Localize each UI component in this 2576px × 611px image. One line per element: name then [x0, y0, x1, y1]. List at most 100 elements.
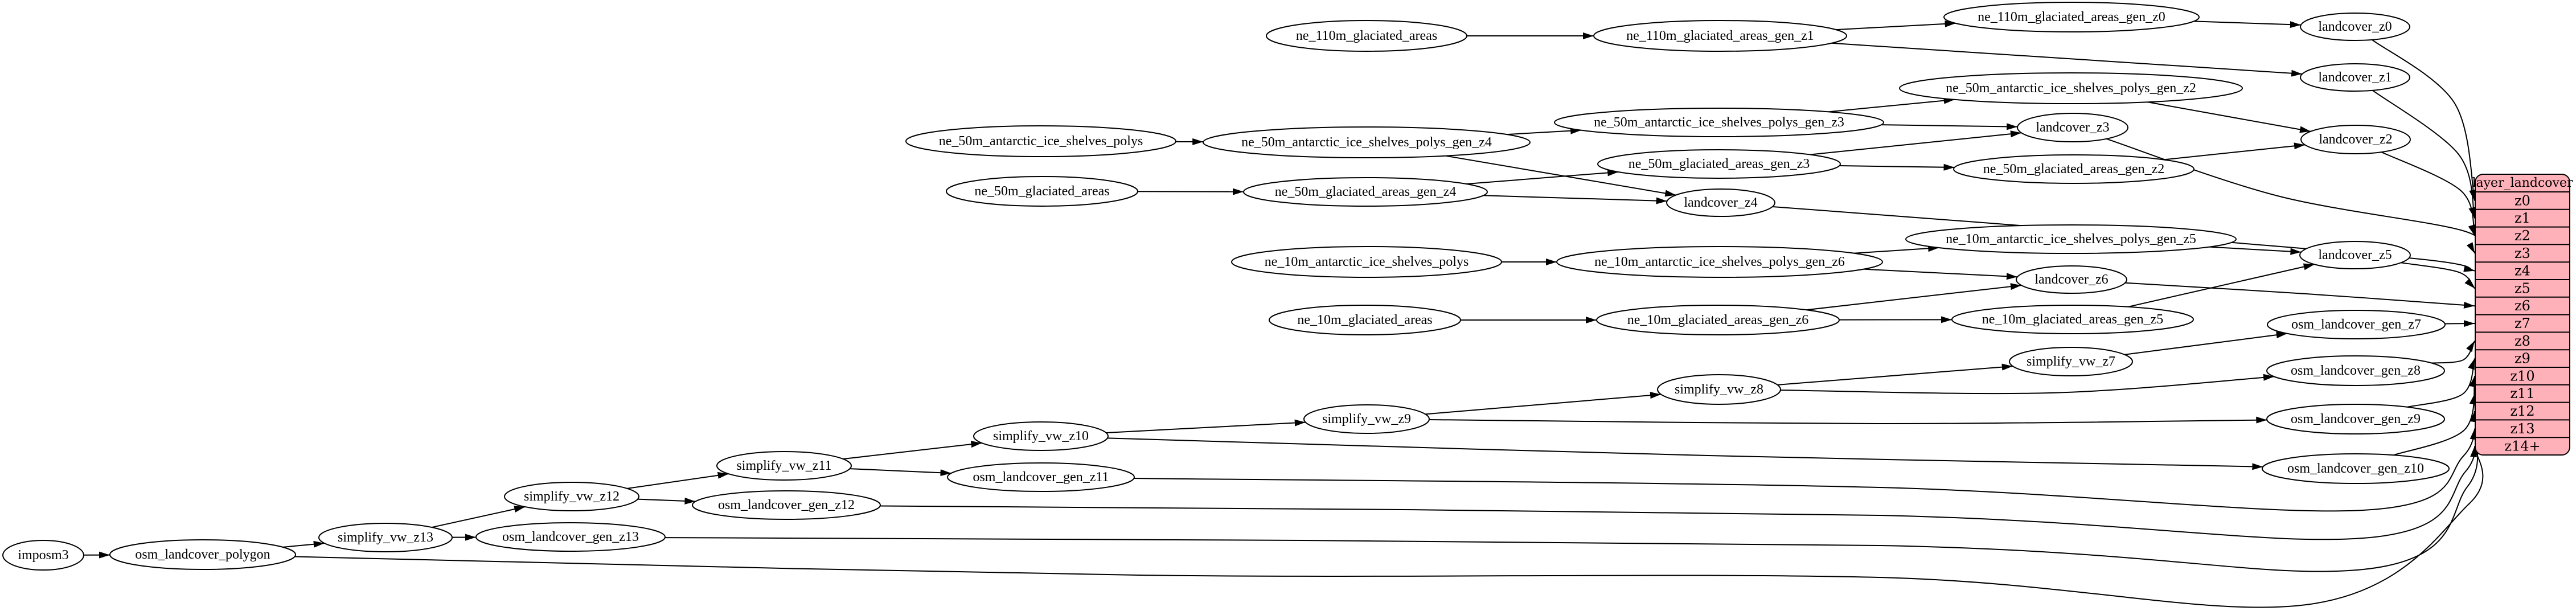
- edge-ne_110m_glaciated_areas_gen_z1-to-ne_110m_glaciated_areas_gen_z0: [1836, 20, 1956, 31]
- edge-landcover_z2-to-layer_landcover-z2: [2381, 151, 2475, 236]
- node-ellipse-simplify_vw_z11: [716, 451, 852, 481]
- node-ne_10m_antarctic_ice_shelves_polys: ne_10m_antarctic_ice_shelves_polys: [1231, 246, 1502, 278]
- node-label-ne_10m_antarctic_ice_shelves_polys_gen_z6: ne_10m_antarctic_ice_shelves_polys_gen_z…: [1594, 255, 1845, 269]
- node-landcover_z6: landcover_z6: [2016, 265, 2127, 294]
- node-label-ne_110m_glaciated_areas_gen_z1: ne_110m_glaciated_areas_gen_z1: [1626, 28, 1814, 43]
- node-simplify_vw_z11: simplify_vw_z11: [716, 451, 852, 481]
- edge-landcover_z6-to-layer_landcover-z6: [2125, 282, 2475, 309]
- node-ellipse-osm_landcover_gen_z8: [2266, 355, 2445, 386]
- edge-osm_landcover_gen_z11-to-layer_landcover-z11: [1134, 393, 2476, 512]
- node-ellipse-ne_50m_glaciated_areas_gen_z3: [1597, 149, 1841, 179]
- node-label-ne_10m_glaciated_areas: ne_10m_glaciated_areas: [1297, 313, 1432, 327]
- node-osm_landcover_gen_z13: osm_landcover_gen_z13: [475, 522, 666, 552]
- node-label-simplify_vw_z7: simplify_vw_z7: [2027, 354, 2115, 369]
- node-label-ne_50m_glaciated_areas_gen_z2: ne_50m_glaciated_areas_gen_z2: [1983, 162, 2165, 177]
- node-landcover_z1: landcover_z1: [2300, 63, 2410, 92]
- node-ne_50m_antarctic_ice_shelves_polys_gen_z4: ne_50m_antarctic_ice_shelves_polys_gen_z…: [1203, 126, 1531, 158]
- edge-ne_50m_glaciated_areas_gen_z4-to-ne_50m_glaciated_areas_gen_z3: [1466, 169, 1619, 185]
- node-ellipse-landcover_z2: [2300, 125, 2411, 154]
- edge-ne_50m_glaciated_areas_gen_z3-to-ne_50m_glaciated_areas_gen_z2: [1839, 163, 1955, 171]
- node-ne_10m_glaciated_areas: ne_10m_glaciated_areas: [1269, 305, 1461, 335]
- node-label-ne_50m_antarctic_ice_shelves_polys: ne_50m_antarctic_ice_shelves_polys: [939, 134, 1143, 149]
- table-row-z5: z5: [2515, 280, 2530, 296]
- edge-ne_10m_glaciated_areas_gen_z5-to-landcover_z5: [2128, 263, 2315, 307]
- edges-layer: [83, 20, 2484, 608]
- node-label-ne_110m_glaciated_areas_gen_z0: ne_110m_glaciated_areas_gen_z0: [1978, 10, 2165, 24]
- node-ellipse-osm_landcover_gen_z10: [2262, 453, 2450, 484]
- node-label-osm_landcover_polygon: osm_landcover_polygon: [135, 547, 270, 562]
- node-ne_10m_glaciated_areas_gen_z6: ne_10m_glaciated_areas_gen_z6: [1596, 305, 1840, 335]
- node-simplify_vw_z10: simplify_vw_z10: [973, 421, 1109, 451]
- node-label-landcover_z2: landcover_z2: [2319, 132, 2392, 147]
- node-label-osm_landcover_gen_z10: osm_landcover_gen_z10: [2287, 461, 2424, 476]
- node-label-landcover_z6: landcover_z6: [2034, 272, 2108, 287]
- node-ne_110m_glaciated_areas: ne_110m_glaciated_areas: [1266, 20, 1467, 52]
- node-landcover_z3: landcover_z3: [2017, 113, 2128, 142]
- node-simplify_vw_z7: simplify_vw_z7: [2009, 347, 2133, 376]
- node-ellipse-ne_50m_antarctic_ice_shelves_polys_gen_z4: [1203, 126, 1531, 158]
- node-ellipse-landcover_z4: [1666, 188, 1775, 217]
- node-label-ne_50m_antarctic_ice_shelves_polys_gen_z4: ne_50m_antarctic_ice_shelves_polys_gen_z…: [1241, 135, 1492, 150]
- edge-ne_10m_glaciated_areas_gen_z6-to-landcover_z6: [1806, 283, 2022, 311]
- node-label-osm_landcover_gen_z7: osm_landcover_gen_z7: [2291, 317, 2421, 332]
- node-label-ne_110m_glaciated_areas: ne_110m_glaciated_areas: [1296, 28, 1437, 43]
- node-ellipse-osm_landcover_gen_z11: [947, 462, 1135, 492]
- node-ellipse-simplify_vw_z7: [2009, 347, 2133, 376]
- node-ellipse-osm_landcover_polygon: [109, 539, 296, 570]
- node-osm_landcover_gen_z12: osm_landcover_gen_z12: [692, 490, 881, 520]
- node-imposm3: imposm3: [2, 540, 84, 571]
- edge-simplify_vw_z11-to-simplify_vw_z10: [843, 441, 982, 460]
- node-label-simplify_vw_z8: simplify_vw_z8: [1675, 382, 1763, 397]
- node-ellipse-ne_10m_glaciated_areas_gen_z6: [1596, 305, 1840, 335]
- node-simplify_vw_z12: simplify_vw_z12: [504, 482, 639, 511]
- node-osm_landcover_gen_z7: osm_landcover_gen_z7: [2267, 310, 2446, 339]
- node-ne_10m_glaciated_areas_gen_z5: ne_10m_glaciated_areas_gen_z5: [1951, 305, 2194, 334]
- node-label-ne_10m_antarctic_ice_shelves_polys: ne_10m_antarctic_ice_shelves_polys: [1265, 255, 1469, 269]
- node-ne_50m_antarctic_ice_shelves_polys: ne_50m_antarctic_ice_shelves_polys: [905, 125, 1176, 157]
- edge-ne_50m_antarctic_ice_shelves_polys_gen_z4-to-landcover_z4: [1445, 155, 1676, 197]
- node-ne_50m_glaciated_areas_gen_z2: ne_50m_glaciated_areas_gen_z2: [1953, 154, 2194, 184]
- node-label-simplify_vw_z10: simplify_vw_z10: [993, 429, 1089, 444]
- edge-ne_10m_antarctic_ice_shelves_polys_gen_z6-to-ne_10m_antarctic_ice_shelves_polys_gen_z5: [1853, 245, 1939, 254]
- edge-ne_50m_glaciated_areas_gen_z2-to-landcover_z2: [2163, 142, 2306, 161]
- table-row-z4: z4: [2515, 263, 2530, 279]
- table-layer: layer_landcoverz0z1z2z3z4z5z6z7z8z9z10z1…: [2472, 174, 2573, 456]
- node-osm_landcover_polygon: osm_landcover_polygon: [109, 539, 296, 570]
- node-label-ne_10m_glaciated_areas_gen_z6: ne_10m_glaciated_areas_gen_z6: [1627, 313, 1809, 327]
- node-osm_landcover_gen_z8: osm_landcover_gen_z8: [2266, 355, 2445, 386]
- edge-osm_landcover_polygon-to-simplify_vw_z13: [282, 540, 325, 548]
- node-label-ne_10m_antarctic_ice_shelves_polys_gen_z5: ne_10m_antarctic_ice_shelves_polys_gen_z…: [1946, 232, 2196, 247]
- node-ne_50m_antarctic_ice_shelves_polys_gen_z2: ne_50m_antarctic_ice_shelves_polys_gen_z…: [1899, 72, 2243, 104]
- edge-osm_landcover_gen_z8-to-layer_landcover-z8: [2431, 341, 2475, 364]
- edge-ne_50m_antarctic_ice_shelves_polys_gen_z2-to-landcover_z2: [2147, 101, 2311, 133]
- node-label-landcover_z3: landcover_z3: [2036, 120, 2109, 135]
- edge-simplify_vw_z10-to-simplify_vw_z9: [1106, 419, 1306, 433]
- edge-osm_landcover_gen_z13-to-layer_landcover-z13: [664, 428, 2479, 572]
- edge-simplify_vw_z9-to-simplify_vw_z8: [1425, 392, 1662, 415]
- node-label-ne_50m_glaciated_areas_gen_z4: ne_50m_glaciated_areas_gen_z4: [1275, 184, 1457, 199]
- node-label-osm_landcover_gen_z8: osm_landcover_gen_z8: [2291, 363, 2421, 378]
- edge-ne_10m_antarctic_ice_shelves_polys_gen_z5-to-landcover_z5: [2209, 246, 2302, 255]
- edge-osm_landcover_polygon-to-layer_landcover-z14+: [294, 446, 2484, 608]
- node-label-landcover_z0: landcover_z0: [2318, 19, 2392, 34]
- edge-ne_50m_antarctic_ice_shelves_polys_gen_z4-to-ne_50m_antarctic_ice_shelves_polys_gen_z3: [1506, 127, 1582, 136]
- node-ellipse-ne_10m_antarctic_ice_shelves_polys_gen_z6: [1556, 246, 1883, 278]
- table-row-z6: z6: [2515, 298, 2530, 314]
- node-ellipse-simplify_vw_z9: [1303, 404, 1430, 434]
- node-label-ne_10m_glaciated_areas_gen_z5: ne_10m_glaciated_areas_gen_z5: [1982, 312, 2164, 327]
- node-ellipse-landcover_z6: [2016, 265, 2127, 294]
- node-ellipse-ne_110m_glaciated_areas: [1266, 20, 1467, 52]
- node-ellipse-ne_110m_glaciated_areas_gen_z0: [1943, 2, 2200, 32]
- table-row-z11: z11: [2510, 386, 2534, 401]
- node-ellipse-osm_landcover_gen_z7: [2267, 310, 2446, 339]
- table-row-z7: z7: [2515, 315, 2530, 331]
- node-landcover_z4: landcover_z4: [1666, 188, 1775, 217]
- edge-simplify_vw_z12-to-simplify_vw_z11: [627, 471, 729, 489]
- node-label-imposm3: imposm3: [18, 548, 68, 563]
- node-ellipse-ne_110m_glaciated_areas_gen_z1: [1593, 20, 1847, 52]
- node-ellipse-ne_50m_antarctic_ice_shelves_polys: [905, 125, 1176, 157]
- nodes-layer: imposm3 osm_landcover_polygon simplify_vw_…: [2, 2, 2450, 571]
- edge-simplify_vw_z8-to-osm_landcover_gen_z8: [1780, 374, 2275, 395]
- edge-ne_110m_glaciated_areas_gen_z0-to-landcover_z0: [2193, 20, 2301, 28]
- table-row-z3: z3: [2515, 245, 2530, 261]
